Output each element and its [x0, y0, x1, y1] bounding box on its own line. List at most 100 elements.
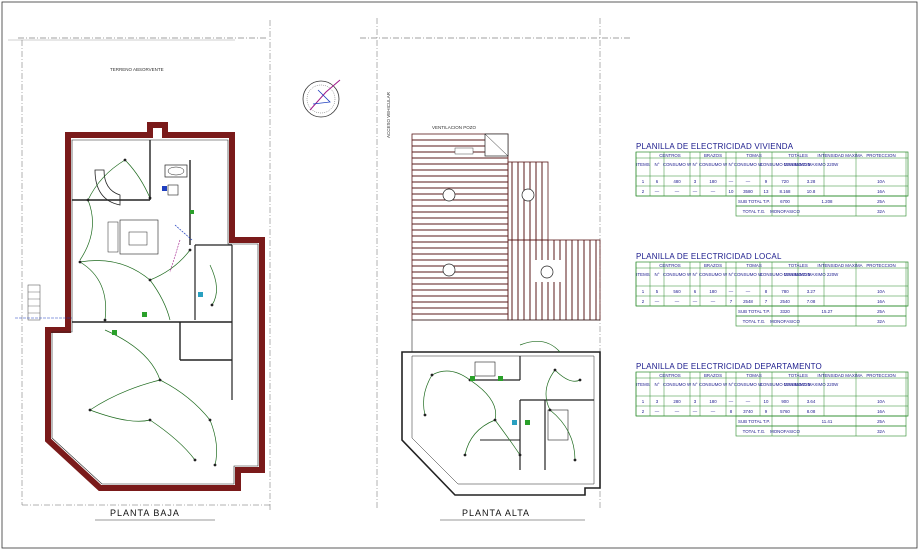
table-cell: — [655, 409, 660, 414]
table-sub-header: CONSUMO W [663, 382, 692, 387]
table-title: PLANILLA DE ELECTRICIDAD LOCAL [636, 252, 782, 261]
table-footer-cell: SUB TOTAL T.P. [738, 199, 770, 204]
table-group-header: PROTECCION [866, 373, 895, 378]
table-sub-header: CONSUMO W [699, 272, 728, 277]
table-cell: 2540 [780, 299, 790, 304]
table-cell: — [729, 179, 734, 184]
table-group-header: TOMAS [746, 153, 762, 158]
table-footer-cell: 3320 [780, 309, 790, 314]
table-cell: — [729, 399, 734, 404]
table-cell: 3740 [743, 409, 753, 414]
table-footer-cell: 11.41 [822, 419, 833, 424]
ground-floor-plan: TERRENO ABSORVENTE [8, 20, 271, 521]
table-cell: 480 [673, 179, 681, 184]
table-group-header: CENTROS [659, 373, 681, 378]
panel-icon [162, 186, 167, 191]
upper-floor-plan: ACCESO VEHICULAR VENTILACION POZO [360, 18, 630, 521]
table-sub-header: CONSUMO MAXIMO 220W [784, 162, 840, 167]
table-cell: 3580 [743, 189, 753, 194]
table-cell: 6 [694, 289, 697, 294]
table-cell: — [675, 189, 680, 194]
table-sub-header: ITEMS [636, 272, 649, 277]
table-footer-cell: 32A [877, 319, 885, 324]
table-group-header: TOTALES [788, 373, 808, 378]
table-title: PLANILLA DE ELECTRICIDAD VIVIENDA [636, 142, 794, 151]
table-sub-header: CONSUMO MAXIMO 220 [760, 272, 811, 277]
table-group-header: BRAZOS [704, 373, 722, 378]
table-sub-header: N° [693, 162, 698, 167]
table-sub-header: N° [729, 162, 734, 167]
table-cell: — [729, 289, 734, 294]
table-cell: — [711, 409, 716, 414]
table-cell: 180 [709, 399, 717, 404]
table-sub-header: CONSUMO MAXIMO 220W [784, 382, 840, 387]
table-cell: 3.28 [807, 179, 816, 184]
table-footer-cell: 1.208 [822, 199, 834, 204]
table-cell: 6 [656, 179, 659, 184]
table-cell: 3.64 [807, 399, 816, 404]
table-group-header: BRAZOS [704, 263, 722, 268]
table-cell: — [711, 299, 716, 304]
table-group-header: INTENSIDAD MAXIMA [817, 153, 862, 158]
table-footer-row [735, 315, 907, 327]
table-cell: 10 [764, 399, 769, 404]
table-cell: 10.8 [807, 189, 816, 194]
table-footer-cell: TOTAL T.G. [743, 429, 766, 434]
table-sub-header: ITEMS [636, 162, 649, 167]
table-footer-cell: MONOFASICO [770, 209, 800, 214]
table-footer-cell: 32A [877, 209, 885, 214]
table-cell: — [711, 189, 716, 194]
upper-circuits [423, 340, 581, 461]
table-cell: — [746, 399, 751, 404]
table-cell: — [746, 179, 751, 184]
table-footer-cell: TOTAL T.G. [743, 319, 766, 324]
table-cell: 9 [765, 179, 768, 184]
table-cell: 2 [642, 189, 645, 194]
compass-icon [302, 79, 341, 118]
table-cell: 13 [764, 189, 769, 194]
table-cell: 10A [877, 399, 885, 404]
table-cell: 280 [673, 399, 681, 404]
table-cell: 2 [642, 409, 645, 414]
upper-floor-title: PLANTA ALTA [462, 508, 530, 518]
table-sub-header: ITEMS [636, 382, 649, 387]
table-cell: 9 [765, 409, 768, 414]
table-footer-row [735, 205, 907, 217]
table-group-header: TOTALES [788, 263, 808, 268]
table-footer-cell: 25A [877, 199, 885, 204]
table-footer-cell: 6700 [780, 199, 790, 204]
table-sub-header: N° [655, 272, 660, 277]
ground-outer-wall [45, 122, 265, 491]
table-sub-header: N° [729, 272, 734, 277]
table-cell: 8.08 [807, 409, 816, 414]
table-sub-header: N° [655, 382, 660, 387]
table-cell: 7 [730, 299, 733, 304]
table-footer-cell: 25A [877, 309, 885, 314]
table-cell: 10A [877, 179, 885, 184]
electricity-table: PLANILLA DE ELECTRICIDAD DEPARTAMENTOCEN… [635, 362, 909, 437]
table-footer-cell: MONOFASICO [770, 319, 800, 324]
table-cell: 8 [765, 289, 768, 294]
table-cell: 16A [877, 299, 885, 304]
table-cell: 1 [642, 399, 645, 404]
table-cell: 2548 [743, 299, 753, 304]
table-footer-cell: TOTAL T.G. [743, 209, 766, 214]
site-note: TERRENO ABSORVENTE [110, 67, 164, 72]
table-cell: 180 [709, 179, 717, 184]
table-cell: — [675, 299, 680, 304]
table-cell: 560 [673, 289, 681, 294]
table-cell: 10A [877, 289, 885, 294]
table-sub-header: CONSUMO W [734, 272, 763, 277]
table-sub-header: CONSUMO W [699, 382, 728, 387]
vent-note: VENTILACION POZO [432, 125, 477, 130]
table-cell: 16A [877, 409, 885, 414]
table-cell: — [693, 299, 698, 304]
table-cell: 5 [656, 289, 659, 294]
table-footer-row [735, 425, 907, 437]
table-cell: 720 [781, 179, 789, 184]
table-sub-header: N° [693, 272, 698, 277]
table-sub-header: CONSUMO W [699, 162, 728, 167]
table-group-header: CENTROS [659, 263, 681, 268]
table-cell: — [655, 189, 660, 194]
